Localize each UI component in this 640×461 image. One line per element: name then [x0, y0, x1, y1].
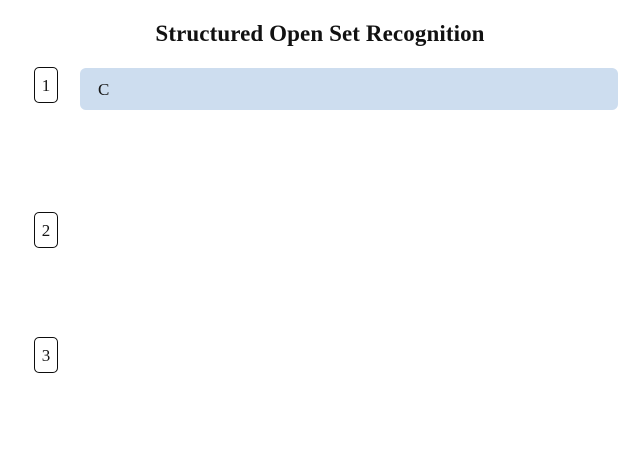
row-content-1[interactable]: C	[80, 68, 618, 110]
list-item: 3	[0, 337, 640, 380]
step-badge-label: 1	[41, 75, 51, 95]
list-item: 2	[0, 212, 640, 255]
row-content-2[interactable]	[80, 213, 618, 255]
step-badge-3[interactable]: 3	[34, 337, 58, 373]
list-item: 1 C	[0, 67, 640, 110]
step-badge-label: 3	[41, 345, 51, 365]
row-content-text: C	[98, 79, 110, 99]
step-badge-label: 2	[41, 220, 51, 240]
row-content-3[interactable]	[80, 338, 618, 380]
step-badge-2[interactable]: 2	[34, 212, 58, 248]
step-badge-1[interactable]: 1	[34, 67, 58, 103]
page-title: Structured Open Set Recognition	[155, 21, 485, 46]
